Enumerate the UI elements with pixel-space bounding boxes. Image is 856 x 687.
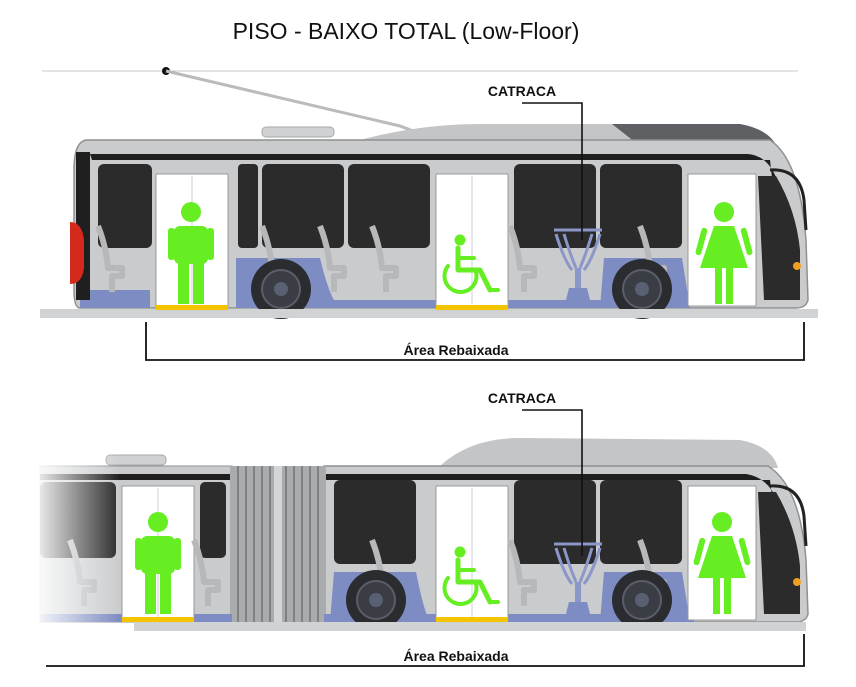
head-light [793,578,801,586]
tail-light [70,222,84,284]
lowered-area-bracket [145,322,805,361]
side-mirror [769,168,808,231]
turnstile-pointer [522,102,583,240]
door-step [436,617,508,622]
door-step [122,617,194,622]
door-step [436,305,508,310]
turnstile-label: CATRACA [488,83,556,99]
ground [134,622,806,631]
articulation-joint [230,466,326,622]
turnstile-label: CATRACA [488,390,556,406]
lowered-area-label: Área Rebaixada [403,648,508,664]
front-wheel [611,569,673,631]
lowered-area-bracket [46,634,805,667]
side-mirror [769,484,808,547]
bus-articulated: CATRACA Área Rebaixada [30,390,809,667]
bus-standard: CATRACA Área Rebaixada [40,67,818,361]
page-title: PISO - BAIXO TOTAL (Low-Floor) [232,18,580,44]
ground [40,309,818,318]
lowered-area-label: Área Rebaixada [403,342,508,358]
door-step [156,305,228,310]
turnstile-pointer [522,409,583,556]
head-light [793,262,801,270]
roof-vent [261,126,335,138]
middle-wheel [345,569,407,631]
trolley-pole [165,69,417,134]
